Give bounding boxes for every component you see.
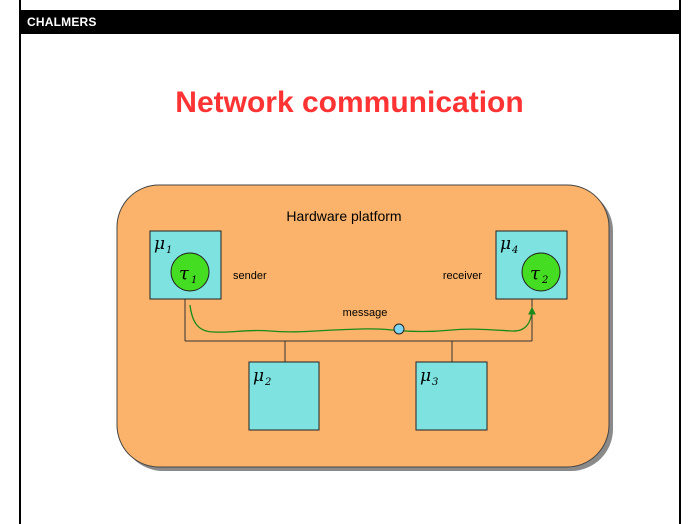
message-dot <box>393 323 405 335</box>
node-mu3-index: 3 <box>432 377 438 388</box>
receiver-label: receiver <box>443 270 482 282</box>
task-tau1-symbol: τ <box>179 263 190 284</box>
sender-label: sender <box>233 270 267 282</box>
header-bar: CHALMERS <box>19 10 681 34</box>
task-tau2 <box>521 252 561 292</box>
node-mu4-symbol: μ <box>500 234 511 254</box>
node-mu3-symbol: μ <box>420 366 431 386</box>
brand-logo-text: CHALMERS <box>27 15 97 29</box>
node-mu2 <box>248 361 320 431</box>
node-mu3 <box>415 361 488 431</box>
node-mu2-index: 2 <box>264 377 271 388</box>
hardware-platform <box>116 184 610 468</box>
task-tau2-index: 2 <box>541 275 548 286</box>
task-tau1-index: 1 <box>191 275 197 286</box>
node-mu1-symbol: μ <box>154 234 165 254</box>
network-bus <box>184 299 533 362</box>
node-mu2-symbol: μ <box>253 366 264 386</box>
node-mu4-index: 4 <box>511 245 518 256</box>
slide-frame <box>19 0 681 524</box>
message-path <box>189 304 536 333</box>
message-label: message <box>343 307 388 319</box>
platform-label: Hardware platform <box>286 208 401 224</box>
task-tau2-symbol: τ <box>530 263 541 284</box>
slide-title: Network communication <box>175 86 524 119</box>
task-tau1 <box>170 252 210 292</box>
node-mu1-index: 1 <box>166 245 172 256</box>
